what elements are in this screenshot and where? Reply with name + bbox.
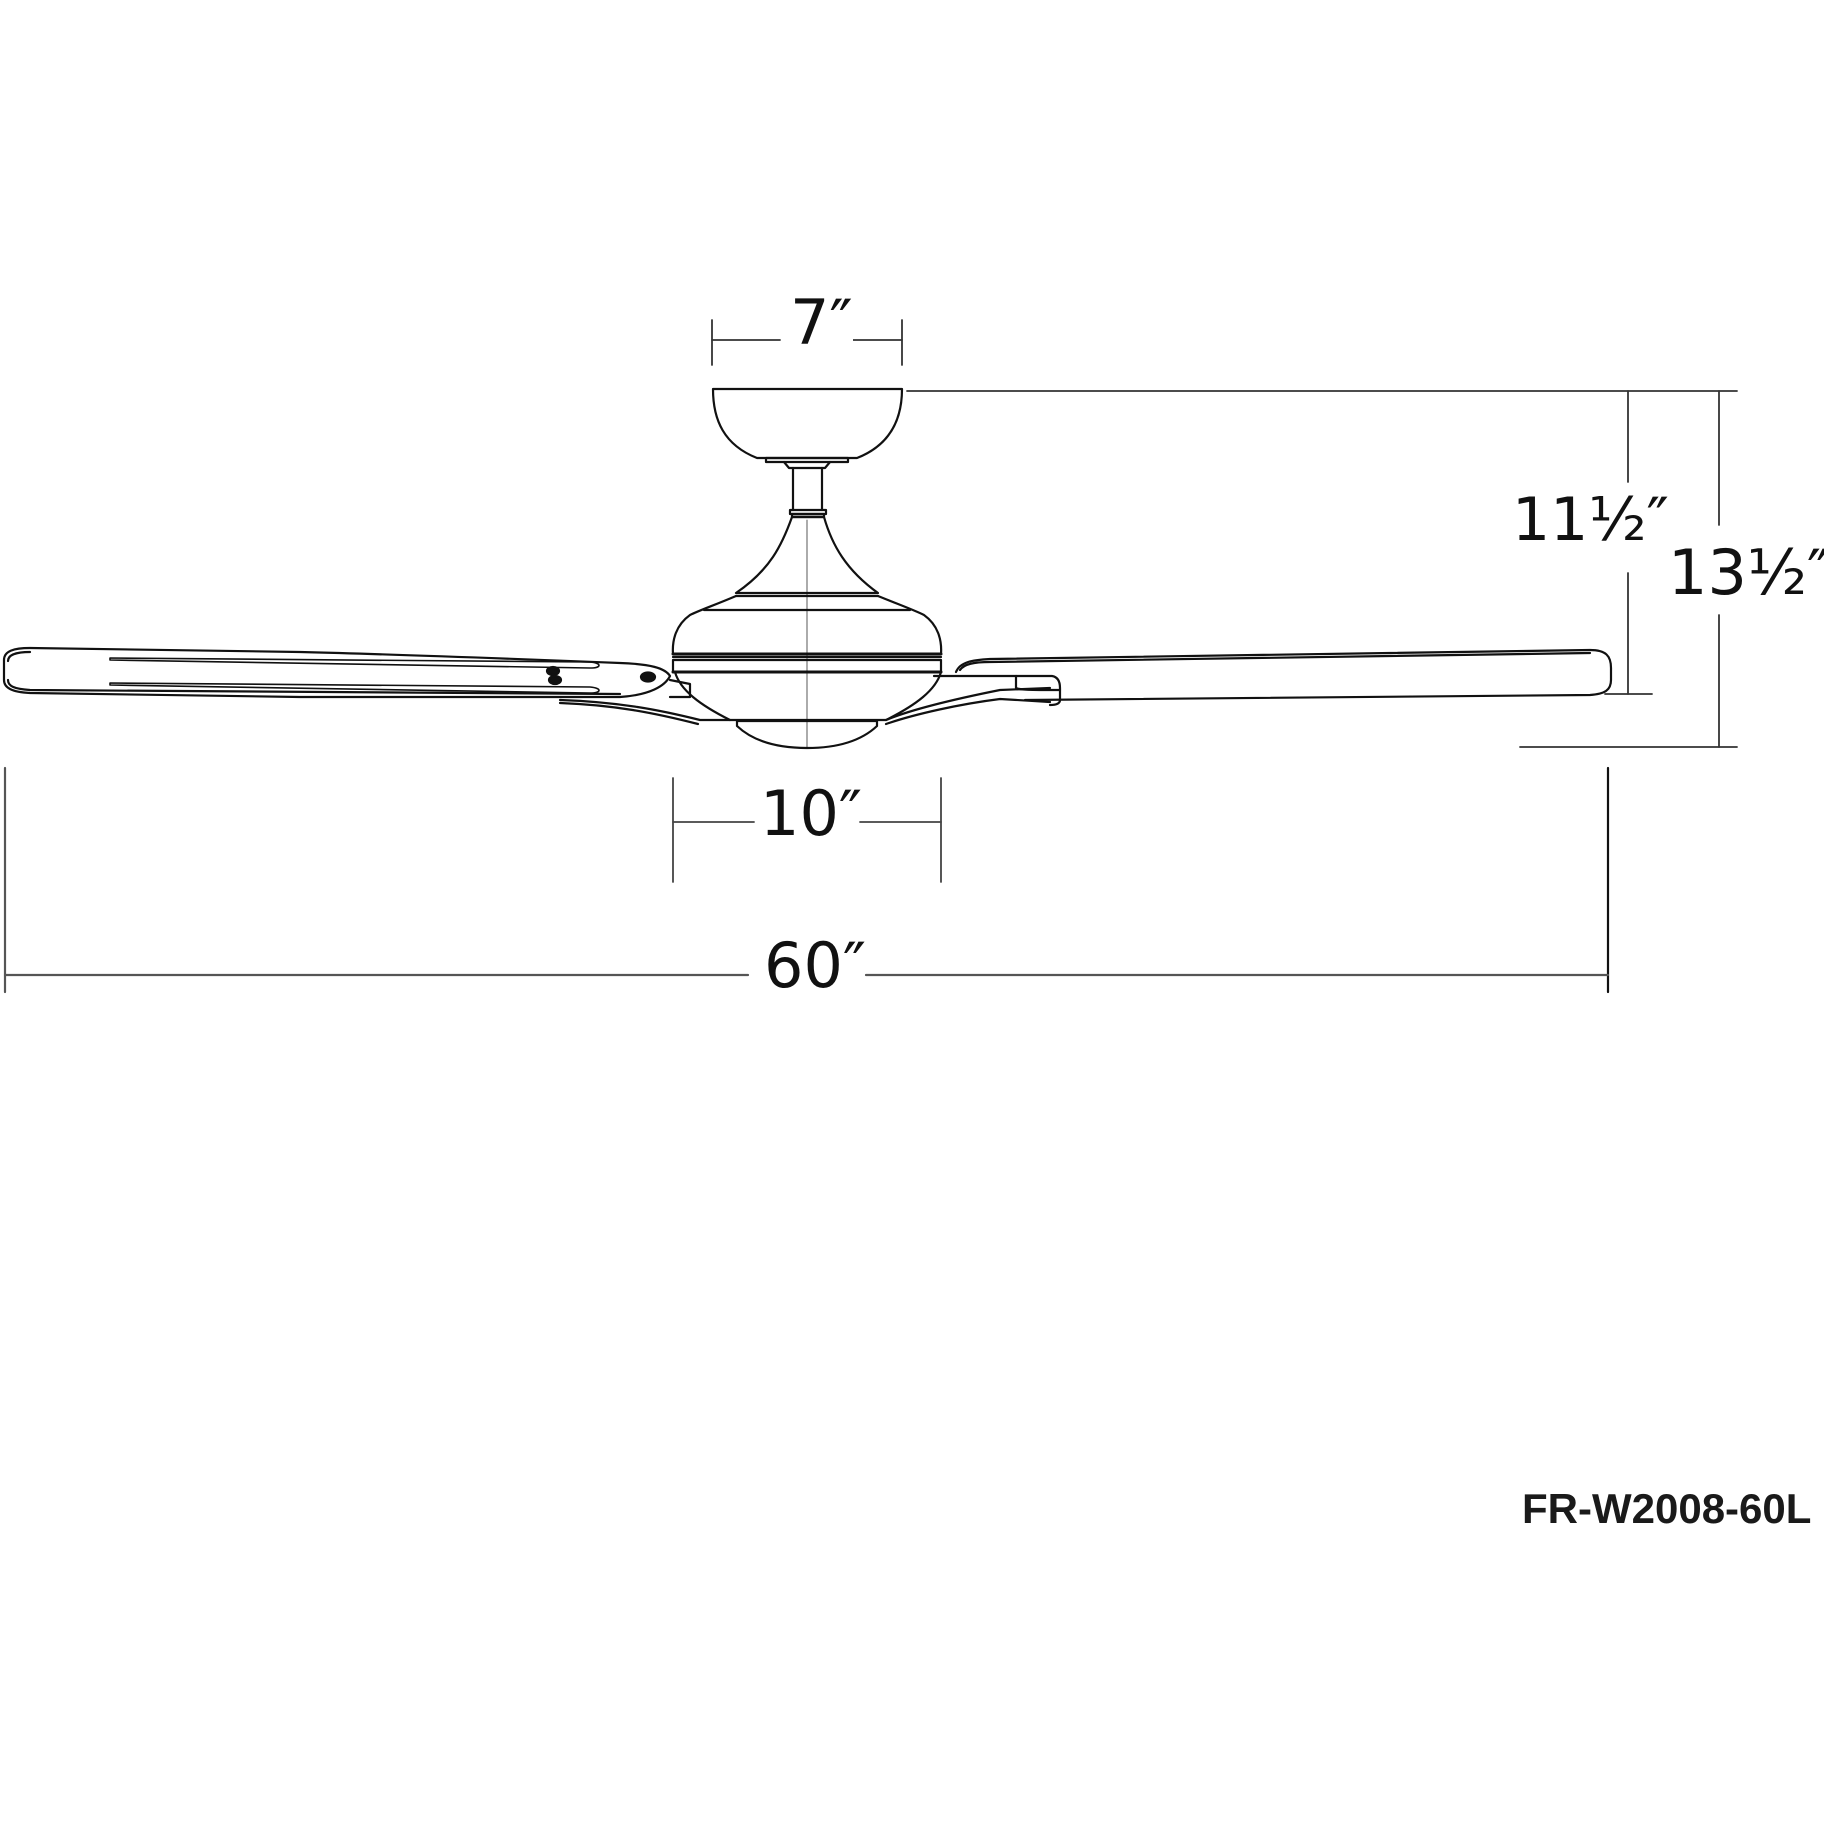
blade-left (2, 646, 732, 726)
label-canopy-width: 7″ (790, 286, 853, 359)
dimension-height (906, 390, 1738, 748)
label-ceiling-to-bottom: 13½″ (1668, 536, 1824, 609)
label-blade-span: 60″ (764, 929, 867, 1002)
model-number: FR-W2008-60L (1522, 1485, 1812, 1532)
canopy (711, 387, 904, 470)
downrod (788, 466, 828, 519)
motor-housing (671, 515, 943, 750)
label-ceiling-to-blade: 11½″ (1512, 485, 1669, 555)
label-body-width: 10″ (760, 777, 863, 850)
dimension-body-width (672, 777, 942, 883)
blade-right (884, 648, 1613, 726)
dimension-blade-span (3, 766, 1610, 994)
